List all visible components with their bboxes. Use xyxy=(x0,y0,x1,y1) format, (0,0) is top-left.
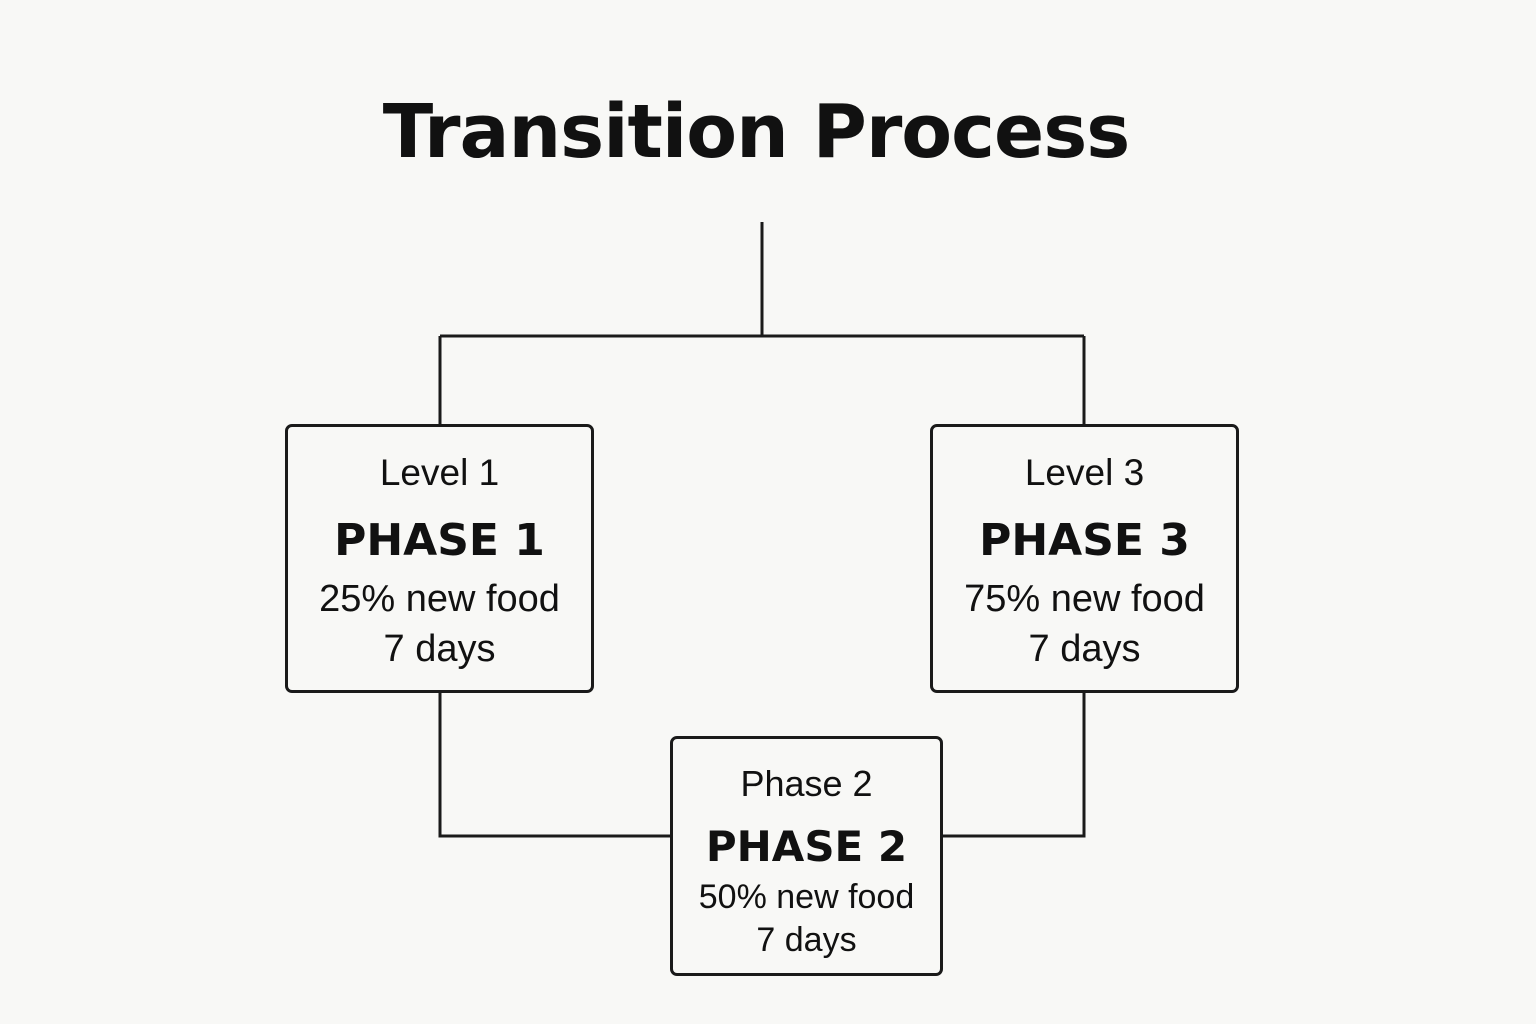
phase-1-heading: PHASE 1 xyxy=(334,515,545,566)
phase-3-level-label: Level 3 xyxy=(1024,452,1145,493)
phase-2-level-label: Phase 2 xyxy=(740,763,873,804)
phase-3-box: Level 3 PHASE 3 75% new food 7 days xyxy=(930,424,1239,693)
phase-2-duration: 7 days xyxy=(756,921,857,959)
phase-1-level-label: Level 1 xyxy=(379,452,500,493)
phase-1-box: Level 1 PHASE 1 25% new food 7 days xyxy=(285,424,594,693)
phase-2-percent: 50% new food xyxy=(698,878,915,916)
phase-1-percent: 25% new food xyxy=(319,578,560,620)
phase-2-heading: PHASE 2 xyxy=(705,822,908,871)
diagram-title: Transition Process xyxy=(382,89,1131,175)
connector-phase-3-to-phase-2 xyxy=(943,693,1086,838)
phase-3-duration: 7 days xyxy=(1028,628,1141,670)
phase-3-heading: PHASE 3 xyxy=(979,515,1190,566)
phase-3-percent: 75% new food xyxy=(964,578,1205,620)
phase-2-box: Phase 2 PHASE 2 50% new food 7 days xyxy=(670,736,943,976)
connector-phase-1-to-phase-2 xyxy=(438,693,670,838)
phase-1-duration: 7 days xyxy=(383,628,496,670)
